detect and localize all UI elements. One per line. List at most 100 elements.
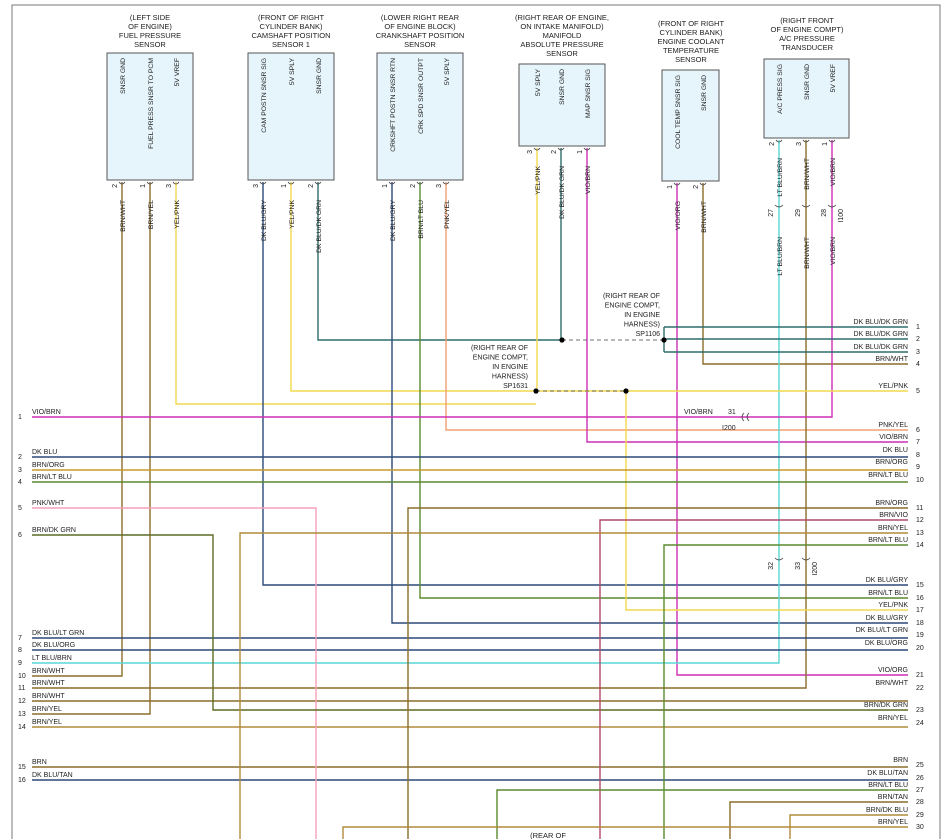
connector-terminal (741, 412, 750, 422)
pin-number: 2 (769, 142, 776, 146)
component-2-caption: CAMSHAFT POSITION (251, 31, 330, 40)
wire-color-label: VIO/BRN (684, 409, 713, 416)
connector-terminal (827, 204, 837, 208)
pin-terminal (416, 181, 424, 185)
wire-map-sig (586, 148, 908, 443)
left-row-number: 9 (18, 660, 22, 667)
wire-crank-5v (445, 182, 908, 431)
right-row-wire-label: BRN/TAN (878, 794, 908, 801)
left-row-wire-label: BRN/WHT (32, 668, 65, 675)
right-row-number: 16 (916, 595, 924, 602)
wire-color-label: VIO/BRN (830, 237, 837, 265)
left-row-number: 10 (18, 673, 26, 680)
left-row-wire-label: BRN/YEL (32, 719, 62, 726)
component-2-caption: CYLINDER BANK) (260, 22, 323, 31)
right-row-number: 5 (916, 388, 920, 395)
right-row-wire-label: BRN/LT BLU (868, 472, 908, 479)
pin-label: SNSR GND (701, 75, 708, 111)
wire-color-label: BRN/WHT (804, 158, 811, 190)
component-1-caption: FUEL PRESSURE (119, 31, 181, 40)
right-row-wire-label: DK BLU/DK GRN (854, 319, 908, 326)
left-row-number: 11 (18, 685, 25, 692)
pin-terminal (775, 139, 783, 143)
right-row-wire-label: BRN/ORG (875, 500, 908, 507)
pin-terminal (146, 181, 154, 185)
wire-color-label: DK BLU/GRY (390, 200, 397, 242)
pin-label: SNSR GND (316, 58, 323, 94)
pin-label: CRKSHFT POSTN SNSR RTN (390, 58, 397, 152)
component-6-box (763, 58, 850, 139)
component-3-caption: CRANKSHAFT POSITION (376, 31, 465, 40)
right-row-number: 22 (916, 685, 924, 692)
wire-color-label: BRN/YEL (148, 200, 155, 229)
wire-color-label: PNK/YEL (444, 200, 451, 229)
right-row-wire-label: DK BLU/TAN (867, 770, 908, 777)
left-row-wire-label: VIO/BRN (32, 409, 61, 416)
right-row-number: 3 (916, 349, 920, 356)
connector-name: I200 (812, 562, 819, 576)
component-2-caption: SENSOR 1 (272, 40, 310, 49)
right-row-wire-label: BRN/LT BLU (868, 537, 908, 544)
pin-number: 3 (527, 150, 534, 154)
component-4-caption: ABSOLUTE PRESSURE (520, 40, 603, 49)
connector-pin-number: 29 (795, 209, 802, 217)
right-row-number: 27 (916, 787, 924, 794)
connector-pin-number: 27 (768, 209, 775, 217)
pin-terminal (442, 181, 450, 185)
pin-terminal (259, 181, 267, 185)
right-row-wire-label: BRN (893, 757, 908, 764)
wire-fuel-sig (32, 182, 151, 715)
left-row-number: 14 (18, 724, 26, 731)
left-row-wire-label: BRN (32, 759, 47, 766)
connector-name: I200 (722, 425, 736, 432)
wire-cam-5v (290, 182, 536, 392)
wire-color-label: YEL/PNK (289, 200, 296, 229)
right-row-number: 1 (916, 324, 920, 331)
splice-sp1631-caption: HARNESS) (492, 374, 528, 381)
left-row-wire-label: LT BLU/BRN (32, 655, 72, 662)
splice-sp1631-caption: IN ENGINE (492, 364, 528, 371)
right-row-number: 10 (916, 477, 924, 484)
wire-color-label: BRN/WHT (701, 201, 708, 233)
right-row-number: 8 (916, 452, 920, 459)
component-5-caption: TEMPERATURE (663, 46, 719, 55)
right-row-number: 6 (916, 427, 920, 434)
wire-right-11 (407, 507, 908, 839)
component-2-caption: (FRONT OF RIGHT (258, 13, 325, 22)
left-row-number: 13 (18, 711, 26, 718)
pin-number: 1 (577, 150, 584, 154)
wire-color-label: LT BLU/BRN (777, 158, 784, 197)
left-row-number: 3 (18, 467, 22, 474)
right-row-wire-label: DK BLU/GRY (866, 577, 909, 584)
pin-label: SNSR GND (804, 64, 811, 100)
pin-terminal (314, 181, 322, 185)
connector-pin-number: 33 (795, 562, 802, 570)
left-row-number: 16 (18, 777, 26, 784)
component-1-caption: (LEFT SIDE (130, 13, 170, 22)
component-5-caption: CYLINDER BANK) (660, 28, 723, 37)
splice-sp1106-caption: IN ENGINE (624, 312, 660, 319)
wire-crank-rtn (391, 182, 908, 624)
right-row-number: 23 (916, 707, 924, 714)
pin-number: 2 (112, 184, 119, 188)
component-1-caption: OF ENGINE) (128, 22, 172, 31)
component-5-caption: (FRONT OF RIGHT (658, 19, 725, 28)
connector-pin-number: 31 (728, 409, 736, 416)
left-row-wire-label: DK BLU/TAN (32, 772, 73, 779)
left-row-number: 4 (18, 479, 22, 486)
right-row-number: 12 (916, 517, 924, 524)
right-row-number: 26 (916, 775, 924, 782)
right-row-number: 9 (916, 464, 920, 471)
right-row-wire-label: DK BLU/DK GRN (854, 344, 908, 351)
right-row-wire-label: YEL/PNK (878, 383, 908, 390)
pin-number: 1 (667, 185, 674, 189)
pin-number: 3 (796, 142, 803, 146)
pin-number: 3 (436, 184, 443, 188)
wire-cam-sig (262, 182, 908, 586)
left-row-wire-label: DK BLU (32, 449, 57, 456)
right-row-wire-label: BRN/WHT (875, 680, 908, 687)
pin-label: 5V SPLY (535, 69, 542, 97)
component-1-box (106, 52, 194, 181)
